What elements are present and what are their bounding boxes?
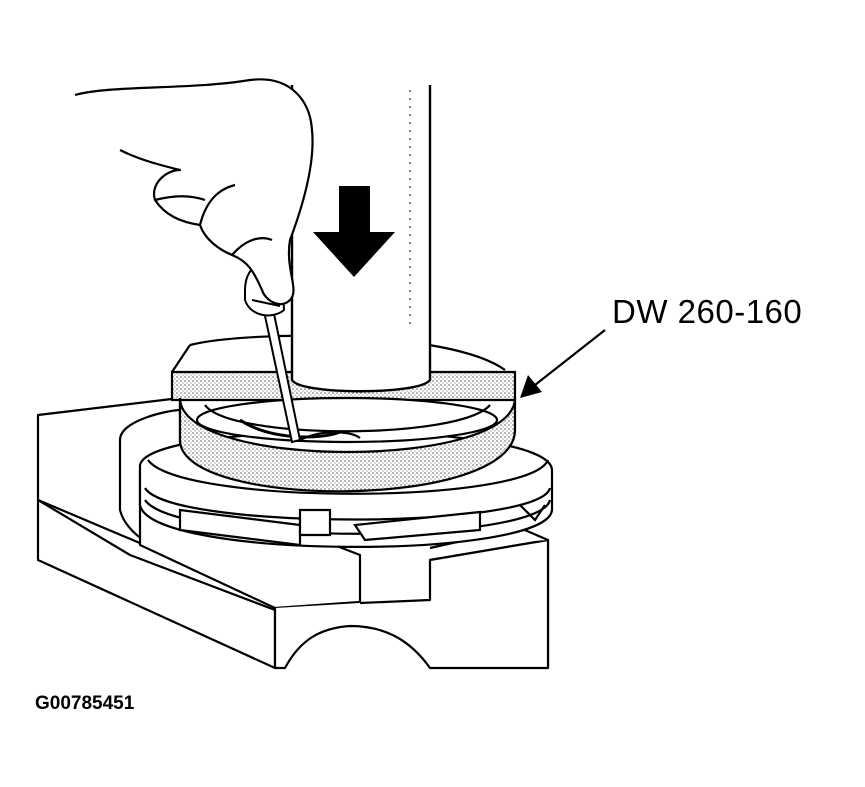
tool-callout-label: DW 260-160 — [612, 293, 803, 330]
callout-leader — [520, 329, 606, 398]
figure-id: G00785451 — [35, 693, 135, 714]
hand — [74, 78, 314, 306]
down-arrow-icon — [313, 186, 395, 277]
transmission-housing — [36, 396, 550, 670]
